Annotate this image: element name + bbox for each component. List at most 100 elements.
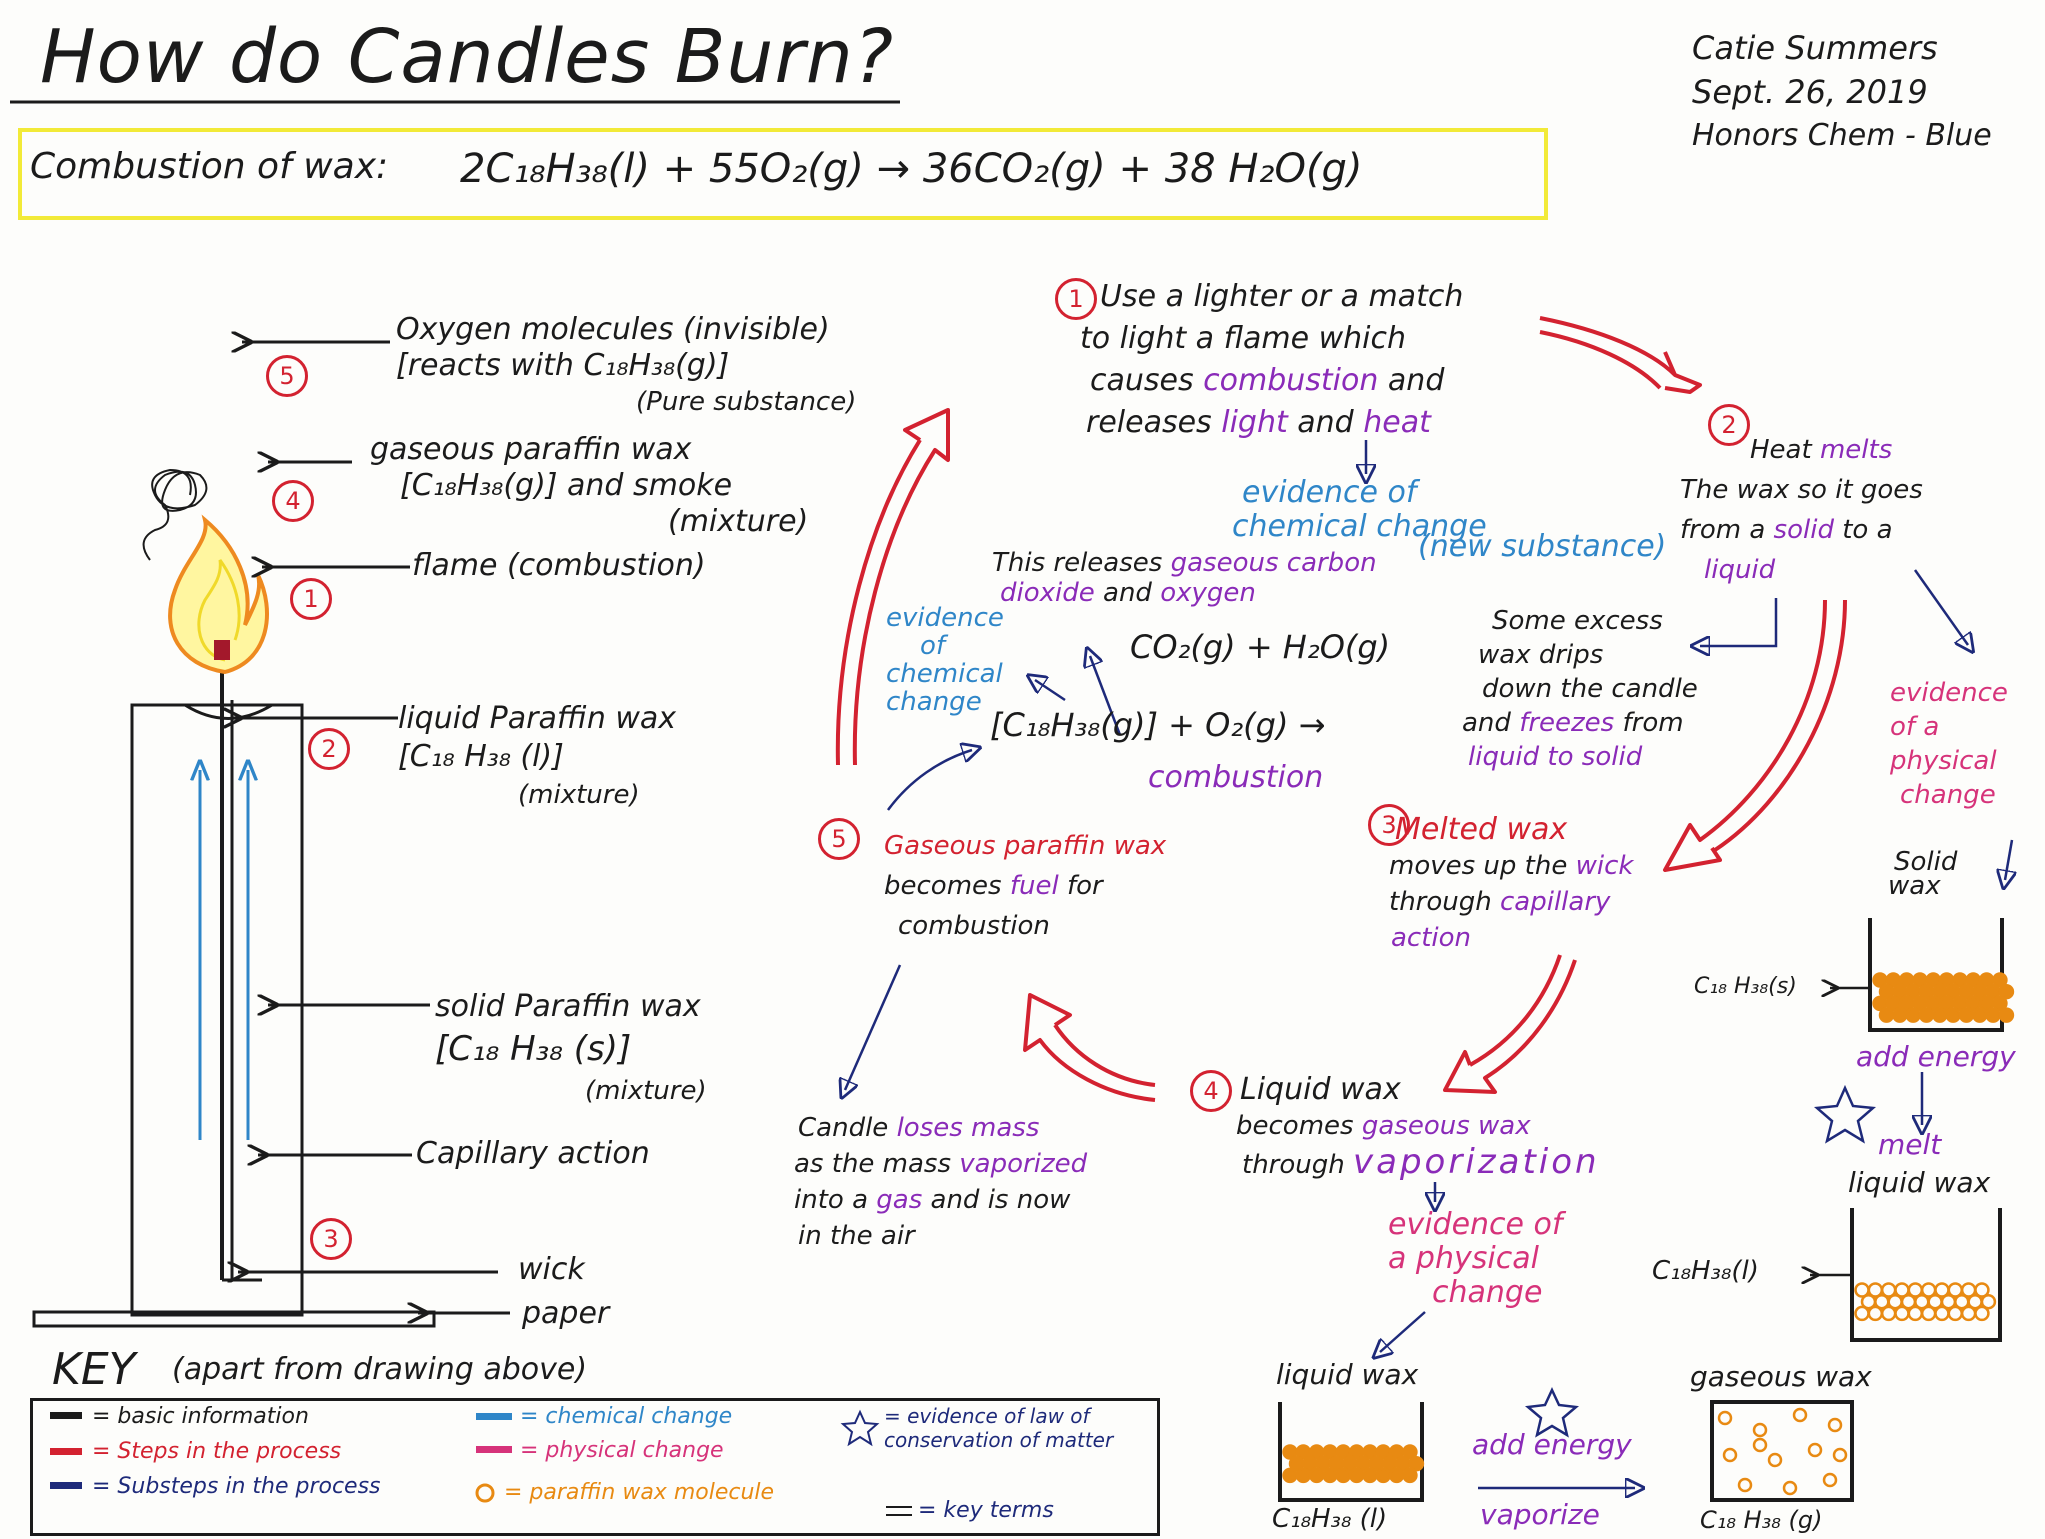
beaker-liquid-right xyxy=(1850,1208,2002,1342)
evidence-phys1-line2: a physical xyxy=(1388,1241,1539,1276)
step4-line2: becomes gaseous wax xyxy=(1236,1111,1531,1141)
step2-line1: Heat melts xyxy=(1750,435,1893,465)
step1-line1: Use a lighter or a match xyxy=(1100,279,1464,314)
key-item-substeps: = Substeps in the process xyxy=(92,1474,381,1499)
molecule-icon xyxy=(1737,1477,1753,1493)
molecule-icon xyxy=(1722,1447,1738,1463)
key-item-conservation: = evidence of law of conservation of mat… xyxy=(884,1404,1114,1452)
step-number-1: 1 xyxy=(290,578,332,620)
star-icons xyxy=(1524,1084,1877,1438)
label-oxygen: Oxygen molecules (invisible) [reacts wit… xyxy=(396,312,856,420)
candle-label-arrows xyxy=(232,342,510,1313)
molecule-icon xyxy=(1880,1305,1897,1322)
equation-box xyxy=(18,128,1548,220)
gaseous-wax-formula: C₁₈ H₃₈ (g) xyxy=(1700,1506,1823,1534)
evidence-phys2-line2: of a xyxy=(1890,712,1940,742)
liquid-wax-bottom-label: liquid wax xyxy=(1276,1358,1419,1391)
evidence-chemical-change-2: evidence of chemical change xyxy=(886,604,1004,716)
key-subtitle: (apart from drawing above) xyxy=(172,1352,588,1387)
solid-wax-line1: Solid xyxy=(1894,847,1958,877)
mass-line3: into a gas and is now xyxy=(794,1185,1071,1215)
evidence-phys2-line4: change xyxy=(1900,780,1996,810)
molecule-icon xyxy=(1792,1407,1808,1423)
step2-line4: liquid xyxy=(1704,555,1776,585)
molecule-icon xyxy=(1918,1007,1935,1023)
molecule-icon xyxy=(1932,1007,1948,1023)
candle xyxy=(32,468,436,1328)
key-item-basic: = basic information xyxy=(92,1404,309,1429)
label-solid-line2: [C₁₈ H₃₈ (s)] xyxy=(435,1029,632,1069)
key-item-chemical: = chemical change xyxy=(520,1404,733,1429)
substep-arrows xyxy=(845,440,2012,1488)
cycle-step-5: Gaseous paraffin wax becomes fuel for co… xyxy=(884,826,1166,946)
label-gaseous-line3: (mixture) xyxy=(668,504,809,539)
molecule-icon xyxy=(1934,1305,1950,1322)
step4-line3: through vaporization xyxy=(1242,1142,1600,1182)
molecule-icon xyxy=(1832,1447,1848,1463)
label-liquid-line1: liquid Paraffin wax xyxy=(398,701,677,736)
author-class: Honors Chem - Blue xyxy=(1692,118,1992,153)
molecule-icon xyxy=(1945,1007,1961,1023)
author-block: Catie Summers Sept. 26, 2019 Honors Chem… xyxy=(1692,26,1992,158)
key-title: KEY xyxy=(52,1344,136,1395)
releases-line1: This releases gaseous carbon xyxy=(992,548,1377,578)
flame-icon xyxy=(168,514,269,675)
cycle-step-number-4: 4 xyxy=(1190,1070,1232,1112)
key-item-physical: = physical change xyxy=(520,1438,724,1463)
label-wick: wick xyxy=(518,1252,585,1287)
step-number-4: 4 xyxy=(272,480,314,522)
excess-line5: liquid to solid xyxy=(1468,742,1643,772)
molecule-icon xyxy=(1335,1467,1352,1484)
molecule-icon xyxy=(1375,1467,1392,1484)
molecule-icon xyxy=(1894,1305,1910,1322)
molecule-icon xyxy=(1782,1480,1798,1496)
evidence-chem2-line1: evidence xyxy=(886,603,1004,633)
molecule-icon xyxy=(1998,983,2015,1000)
mass-line4: in the air xyxy=(798,1221,915,1251)
molecule-icon xyxy=(1974,1282,1990,1298)
solid-wax-formula: C₁₈ H₃₈(s) xyxy=(1694,974,1797,999)
excess-line2: wax drips xyxy=(1478,640,1604,670)
step3-line1: Melted wax xyxy=(1395,812,1568,847)
author-date: Sept. 26, 2019 xyxy=(1692,73,1928,111)
step-number-2: 2 xyxy=(308,728,350,770)
molecule-icon xyxy=(1282,1467,1298,1484)
molecule-icon xyxy=(1827,1417,1843,1433)
step3-line3: through capillary xyxy=(1389,887,1611,917)
label-liquid-line3: (mixture) xyxy=(518,780,640,810)
cycle-arrow-3-to-4 xyxy=(1443,954,1577,1094)
evidence-phys1-line3: change xyxy=(1432,1275,1543,1310)
molecule-icon xyxy=(1752,1437,1768,1453)
releases-text: This releases gaseous carbon dioxide and… xyxy=(992,548,1377,608)
evidence-chem1-line3: (new substance) xyxy=(1418,529,1667,564)
excess-line1: Some excess xyxy=(1492,606,1663,636)
step3-line2: moves up the wick xyxy=(1389,851,1634,881)
molecule-icon xyxy=(1958,1007,1975,1023)
molecule-icon xyxy=(1402,1444,1418,1460)
evidence-phys1-line1: evidence of xyxy=(1388,1207,1563,1242)
solid-wax-line2: wax xyxy=(1888,871,1941,901)
smoke-swirl-icon xyxy=(142,468,208,561)
molecule-icon xyxy=(1892,1007,1908,1023)
step5-line1: Gaseous paraffin wax xyxy=(884,831,1167,861)
add-energy-right: add energy xyxy=(1856,1040,2016,1073)
molecule-icon xyxy=(1920,1305,1937,1322)
label-oxygen-line1: Oxygen molecules (invisible) xyxy=(396,312,830,347)
molecule-icon xyxy=(1960,1305,1977,1322)
step4-line1: Liquid wax xyxy=(1240,1072,1401,1107)
molecule-icon xyxy=(1822,1472,1838,1488)
cycle-arrow-5-to-1 xyxy=(835,408,950,766)
molecule-icon xyxy=(1322,1467,1338,1484)
evidence-chem1-line2: chemical change xyxy=(1232,509,1487,544)
molecule-icon xyxy=(1807,1442,1823,1458)
molecule-icon xyxy=(1295,1467,1312,1484)
step5-line3: combustion xyxy=(898,911,1050,941)
label-paper: paper xyxy=(522,1296,610,1331)
key-item-key-terms: = key terms xyxy=(918,1498,1054,1523)
beaker-liquid-bottom xyxy=(1278,1402,1424,1502)
excess-line4: and freezes from xyxy=(1462,708,1684,738)
cycle-step-number-2: 2 xyxy=(1708,404,1750,446)
molecule-icon xyxy=(1992,995,2008,1012)
molecule-icon xyxy=(1388,1467,1405,1484)
step1-line2: to light a flame which xyxy=(1080,321,1406,356)
